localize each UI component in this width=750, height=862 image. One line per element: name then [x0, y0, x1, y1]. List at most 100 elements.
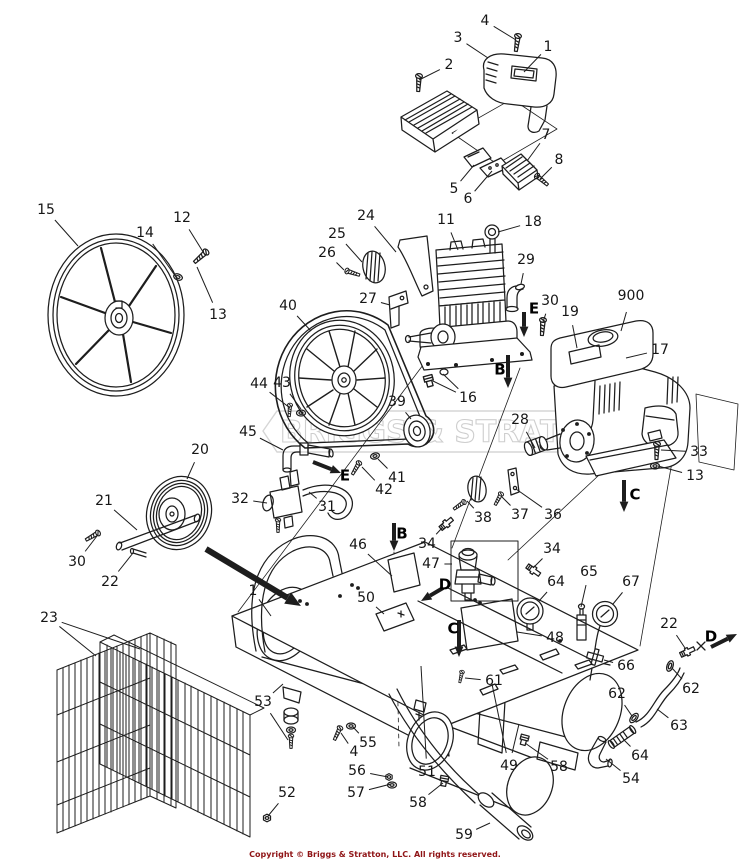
leader-line	[623, 739, 631, 747]
direction-arrowhead-icon	[329, 465, 341, 474]
callout-14: 14	[136, 225, 154, 241]
leader-line	[580, 584, 587, 608]
flywheel-15-art	[47, 233, 211, 397]
check-valve-icon	[607, 725, 637, 749]
callout-3: 3	[453, 30, 463, 46]
leader-line	[117, 552, 134, 572]
leader-line	[253, 500, 268, 504]
direction-letter-B: B	[494, 360, 506, 379]
direction-letter-E: E	[528, 299, 540, 318]
leader-line	[624, 704, 633, 717]
leader-line	[435, 527, 443, 535]
leader-line	[523, 54, 542, 73]
pressure-gauge-icon	[591, 600, 619, 650]
leader-line	[657, 465, 683, 473]
leader-line	[367, 553, 393, 577]
callout-55: 55	[359, 735, 377, 751]
tee-fitting-icon	[585, 648, 605, 666]
leader-line	[405, 412, 412, 420]
callout-13: 13	[209, 307, 227, 323]
callout-51: 51	[418, 764, 436, 780]
leader-line	[511, 723, 520, 754]
callout-1: 1	[543, 39, 553, 55]
head-2	[400, 90, 480, 153]
callout-900: 900	[617, 288, 645, 304]
leader-line	[432, 380, 457, 393]
direction-arrowhead-icon	[619, 501, 629, 512]
mesh-disc-25	[362, 250, 386, 284]
bracket-27	[388, 290, 409, 329]
callout-67: 67	[622, 574, 640, 590]
direction-letter-C: C	[629, 485, 641, 504]
tank-decal-46	[387, 552, 421, 593]
direction-arrowhead-icon	[503, 377, 513, 388]
callout-29: 29	[517, 252, 535, 268]
head-cover-assembly-art	[400, 32, 557, 191]
leader-line	[259, 437, 284, 451]
leader-line	[474, 170, 493, 192]
engine-assembly-art	[523, 319, 691, 477]
direction-arrow	[204, 546, 290, 601]
callout-41: 41	[388, 470, 406, 486]
direction-letter-D: D	[704, 627, 718, 646]
callout-30: 30	[68, 554, 86, 570]
manifold-art	[262, 442, 353, 529]
leader-line	[418, 69, 441, 81]
callout-42: 42	[375, 482, 393, 498]
leader-line	[420, 665, 427, 759]
callout-20: 20	[191, 442, 209, 458]
leader-line	[460, 164, 475, 182]
mesh-disc-38	[467, 475, 487, 503]
leader-line	[374, 225, 397, 253]
callout-63: 63	[670, 718, 688, 734]
leader-line	[660, 449, 686, 452]
leader-line	[380, 302, 391, 306]
direction-arrow	[428, 586, 445, 598]
callout-4: 4	[480, 13, 490, 29]
leader-line	[603, 659, 614, 663]
wheel-axle-art	[83, 475, 213, 558]
direction-letter-B: B	[396, 524, 408, 543]
leader-line	[267, 803, 279, 817]
leader-line	[542, 313, 547, 323]
callout-28: 28	[511, 412, 529, 428]
callout-39: 39	[388, 394, 406, 410]
callout-38: 38	[474, 510, 492, 526]
leader-line	[516, 631, 542, 637]
leader-line	[428, 782, 444, 796]
callout-27: 27	[359, 291, 377, 307]
leader-line	[620, 311, 627, 332]
callout-44: 44	[250, 376, 268, 392]
callout-24: 24	[357, 208, 375, 224]
callout-52: 52	[278, 785, 296, 801]
leader-line	[605, 758, 621, 772]
tank-decal-48	[460, 598, 519, 651]
leader-line	[572, 325, 578, 349]
callout-17: 17	[651, 342, 669, 358]
pressure-gauge-icon	[516, 597, 544, 631]
callout-59: 59	[455, 827, 473, 843]
callout-19: 19	[561, 304, 579, 320]
callout-31: 31	[318, 499, 336, 515]
leader-line	[497, 225, 521, 233]
callout-65: 65	[580, 564, 598, 580]
direction-letter-D: D	[438, 575, 452, 594]
leader-line	[59, 626, 97, 657]
leader-line	[258, 598, 272, 617]
leader-line	[466, 500, 475, 509]
leader-line	[612, 592, 623, 605]
callout-64: 64	[547, 574, 565, 590]
callout-5: 5	[449, 181, 459, 197]
callout-34: 34	[418, 536, 436, 552]
callout-64: 64	[631, 748, 649, 764]
leader-line	[656, 708, 669, 719]
direction-arrowhead-icon	[389, 540, 399, 551]
direction-letter-E: E	[339, 466, 351, 485]
leader-line	[442, 373, 459, 390]
leader-line	[466, 43, 489, 59]
regulator-box	[450, 540, 519, 602]
direction-arrowhead-icon	[454, 646, 464, 657]
callout-7: 7	[541, 127, 551, 143]
leader-line	[464, 677, 481, 681]
